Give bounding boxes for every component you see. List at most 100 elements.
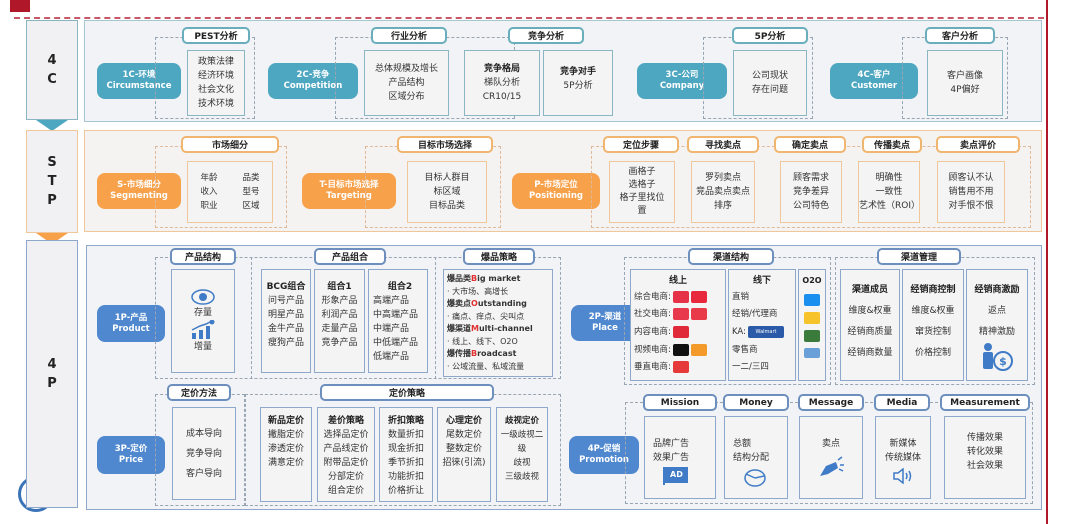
strategy-item: 现金折扣	[387, 444, 424, 454]
steps-box: 画格子 选格子 格子里找位 置	[609, 161, 675, 223]
combo-item: 走量产品	[321, 324, 358, 334]
strategy-col-box: 新品定价 撇脂定价 渗透定价 满意定价	[260, 407, 312, 502]
strategy-col-box: 心理定价 尾数定价 整数定价 招徕(引流)	[437, 407, 491, 502]
promo-item: 效果广告	[653, 453, 690, 463]
manage-item: 经销商质量	[847, 327, 893, 337]
fivep-header: 5P分析	[732, 27, 808, 44]
confirm-box: 顾客需求 竞争差异 公司特色	[780, 161, 842, 223]
hit-box: 爆品类Big market · 大市场、高增长 爆卖点Outstanding ·…	[443, 269, 553, 377]
kuaishou-logo-icon	[690, 343, 707, 356]
evaluate-box: 顾客认不认 销售用不用 对手恨不恨	[937, 161, 1005, 223]
promo-header: Message	[798, 394, 864, 411]
evaluate-item: 顾客认不认	[948, 173, 994, 183]
method-item: 客户导向	[185, 468, 222, 479]
row-label-char: T	[47, 174, 57, 189]
promo-item: 传播效果	[966, 433, 1003, 443]
combo-item: 高端产品	[373, 296, 410, 306]
spread-header: 传播卖点	[862, 136, 922, 153]
strategy-col-title: 新品定价	[267, 416, 304, 426]
method-item: 竞争导向	[185, 448, 222, 459]
promo-box: 传播效果 转化效果 社会效果	[944, 416, 1026, 499]
target-item: 标区域	[433, 187, 461, 197]
manage-item: 经销商数量	[847, 348, 893, 358]
xiaohongshu-logo-icon	[672, 325, 689, 338]
promo-box: 新媒体 传统媒体	[875, 416, 931, 499]
pill-en: Place	[592, 323, 618, 333]
hit-sub: · 公域流量、私域流量	[447, 361, 525, 371]
tmall-logo-icon	[672, 290, 689, 303]
promo-item: 结构分配	[733, 453, 770, 463]
channel-item: 零售商	[732, 344, 758, 355]
strategy-item: 尾数定价	[445, 430, 482, 440]
competition-rivals-title: 竞争对手	[559, 67, 596, 77]
manage-item: 精神激励	[978, 327, 1015, 337]
find-item: 排序	[713, 201, 732, 211]
competition-pattern-box: 竞争格局 梯队分析 CR10/15	[464, 50, 540, 116]
growth-chart-icon	[191, 320, 215, 339]
strategy-item: 数量折扣	[387, 430, 424, 440]
manage-item: 维度&权重	[911, 306, 955, 316]
pill-en: Circumstance	[106, 81, 172, 91]
spread-box: 明确性 一致性 艺术性（ROI）	[858, 161, 920, 223]
segment-item: 职业	[200, 201, 218, 211]
promo-box: 卖点	[799, 416, 863, 499]
channel-item: 一二/三四	[732, 362, 769, 373]
strategy-item: 产品线定价	[323, 444, 369, 454]
person-money-icon: $	[983, 343, 1013, 371]
structure-stock: 存量	[193, 308, 212, 318]
channel-online-row: 综合电商:	[634, 288, 707, 306]
promo-item: 总额	[733, 439, 752, 449]
method-item: 成本导向	[185, 428, 222, 439]
hit-sub: · 线上、线下、O2O	[447, 336, 518, 346]
row-label-4p: 4 P	[26, 240, 78, 508]
fivep-item: 公司现状	[751, 71, 788, 81]
strategy-item: 招徕(引流)	[442, 458, 486, 468]
pill-cn: 4C-客户	[857, 70, 891, 80]
starbucks-logo-icon	[804, 330, 820, 342]
spread-item: 一致性	[875, 187, 903, 197]
hit-letter: B	[471, 349, 478, 358]
pest-item: 技术环境	[197, 99, 234, 109]
pill-cn: T-目标市场选择	[319, 180, 379, 190]
structure-box: 存量 增量	[171, 269, 235, 373]
steps-header: 定位步骤	[603, 136, 679, 153]
channel-offline-row: 一二/三四	[732, 358, 769, 376]
evaluate-header: 卖点评价	[936, 136, 1020, 153]
hit-sub: · 痛点、痒点、尖叫点	[447, 311, 525, 321]
segment-item: 区域	[242, 201, 260, 211]
manage-header: 渠道管理	[877, 248, 961, 265]
steps-item: 选格子	[628, 180, 656, 190]
spread-item: 明确性	[875, 173, 903, 183]
segment-item: 品类	[242, 173, 260, 183]
douyin-logo-icon	[672, 343, 689, 356]
hit-line: 爆渠道Multi-channel	[447, 323, 533, 336]
channel-online-row: 垂直电商:	[634, 358, 689, 376]
promo-box: 总额 结构分配	[724, 416, 788, 499]
row-label-4c: 4 C	[26, 20, 78, 120]
manage-members-box: 渠道成员 维度&权重 经销商质量 经销商数量	[840, 269, 900, 381]
promo-item: 品牌广告	[653, 439, 690, 449]
manage-item: 价格控制	[914, 348, 951, 358]
combo-item: 中低端产品	[373, 338, 419, 348]
combo-item: 中高端产品	[373, 310, 419, 320]
channel-offline-title: 线下	[752, 276, 771, 286]
strategy-item: 三级歧视	[504, 472, 539, 482]
find-header: 寻找卖点	[687, 136, 759, 153]
customer-item: 客户画像	[946, 71, 983, 81]
industry-box: 总体规模及增长 产品结构 区域分布	[364, 50, 449, 116]
hit-letter: M	[471, 324, 479, 333]
promo-header: Media	[874, 394, 930, 411]
